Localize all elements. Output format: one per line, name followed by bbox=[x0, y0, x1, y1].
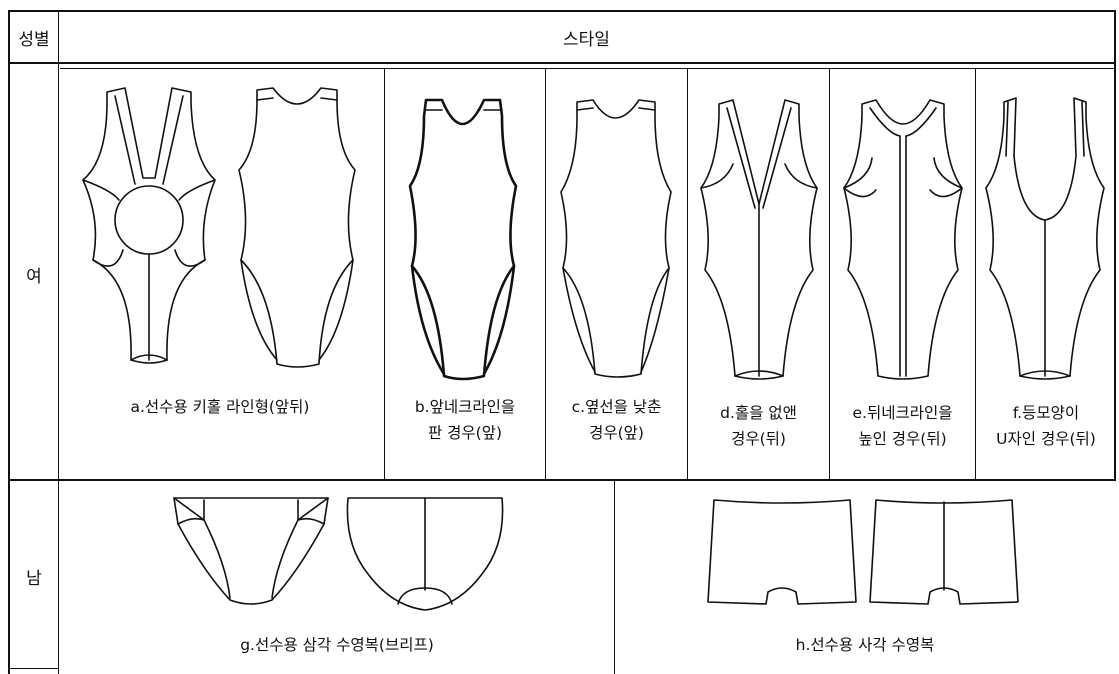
swimsuit-e-back-illustration bbox=[843, 99, 963, 380]
trunk-back-illustration bbox=[869, 499, 1019, 605]
caption-f: f.등모양이 U자인 경우(뒤) bbox=[996, 404, 1096, 448]
caption-g: g.선수용 삼각 수영복(브리프) bbox=[240, 636, 434, 654]
gender-header: 성별 bbox=[18, 29, 50, 50]
header-divider-double bbox=[60, 68, 1116, 69]
table-border-left bbox=[8, 10, 10, 674]
col-divider-ef bbox=[975, 68, 976, 480]
swimsuit-d-back-illustration bbox=[700, 99, 818, 380]
brief-back-illustration bbox=[346, 497, 504, 611]
col-divider-de bbox=[829, 68, 830, 480]
col-divider-bc bbox=[545, 68, 546, 480]
row-divider bbox=[8, 479, 1116, 481]
caption-c: c.옆선을 낮춘 경우(앞) bbox=[571, 398, 662, 442]
brief-front-illustration bbox=[173, 497, 329, 605]
style-header: 스타일 bbox=[563, 29, 610, 50]
table-border-bottom-left bbox=[8, 668, 58, 669]
caption-d: d.홀을 없앤 경우(뒤) bbox=[720, 404, 797, 448]
trunk-front-illustration bbox=[707, 499, 857, 605]
swimsuit-b-front-illustration bbox=[408, 98, 518, 381]
caption-b: b.앞네크라인을 판 경우(앞) bbox=[414, 398, 516, 442]
col-divider-cd bbox=[687, 68, 688, 480]
female-label: 여 bbox=[26, 266, 42, 287]
male-label: 남 bbox=[26, 568, 42, 589]
col-divider-ab bbox=[384, 68, 385, 480]
header-divider bbox=[8, 62, 1116, 64]
caption-h: h.선수용 사각 수영복 bbox=[795, 636, 935, 654]
swimsuit-c-front-illustration bbox=[560, 99, 672, 378]
table-border-right bbox=[1114, 10, 1116, 480]
caption-e: e.뒤네크라인을 높인 경우(뒤) bbox=[852, 404, 953, 448]
swimsuit-a-front-illustration bbox=[82, 87, 216, 364]
caption-a: a.선수용 키홀 라인형(앞뒤) bbox=[130, 398, 310, 416]
swimsuit-a-back-illustration bbox=[238, 87, 356, 368]
gender-column-divider bbox=[58, 10, 59, 674]
table-border-top bbox=[8, 10, 1116, 12]
swimsuit-f-back-illustration bbox=[985, 97, 1105, 380]
col-divider-gh bbox=[614, 480, 615, 674]
